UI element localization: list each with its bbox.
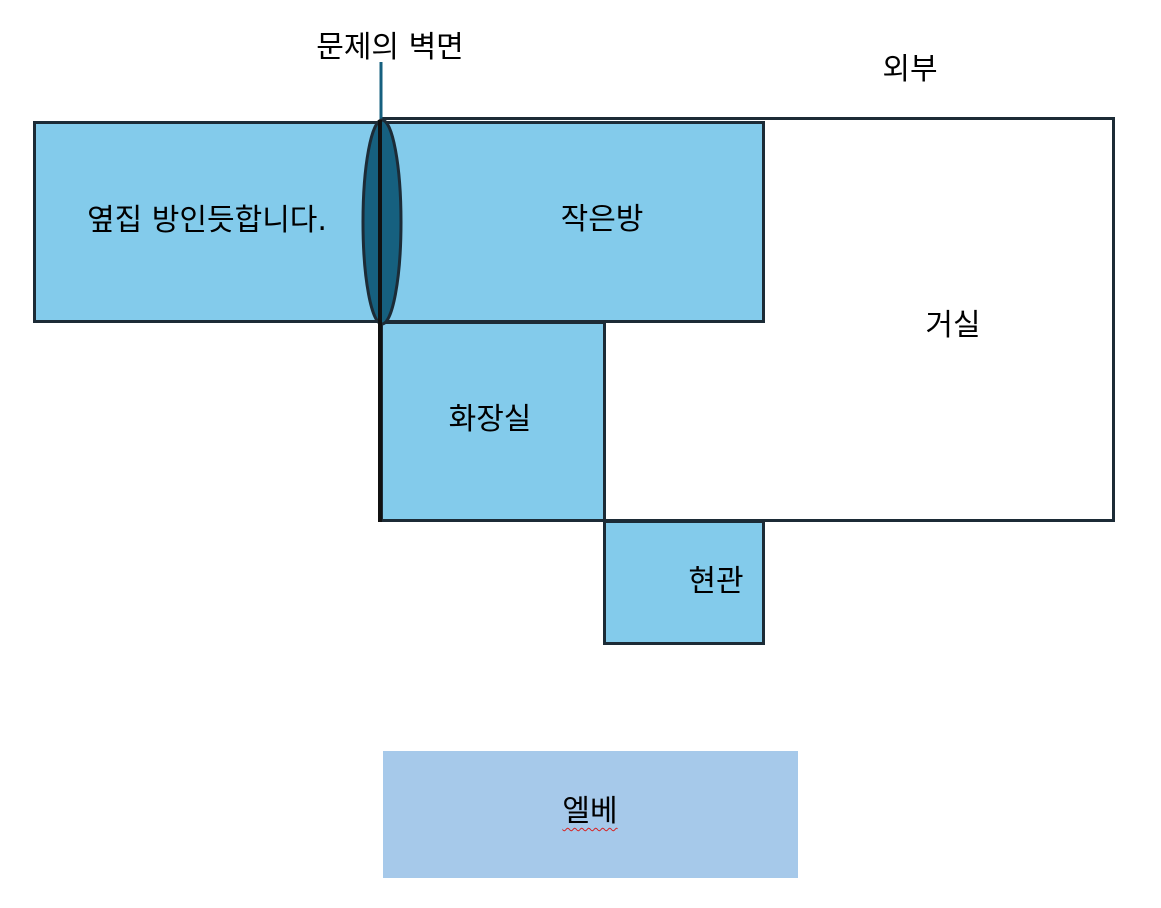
bathroom-label: 화장실 — [448, 402, 532, 437]
small-room — [380, 121, 765, 323]
elevator-label: 엘베 — [562, 794, 618, 829]
small-room-label: 작은방 — [560, 202, 644, 237]
neighbor-room — [33, 121, 379, 323]
problem-wall-label: 문제의 벽면 — [316, 30, 464, 65]
entrance-label: 현관 — [688, 564, 744, 599]
elevator — [383, 751, 798, 878]
outside-label: 외부 — [882, 52, 938, 87]
entrance — [603, 520, 765, 645]
living-room-label: 거실 — [925, 308, 981, 343]
bathroom — [380, 321, 606, 522]
neighbor-room-label: 옆집 방인듯합니다. — [87, 203, 327, 238]
